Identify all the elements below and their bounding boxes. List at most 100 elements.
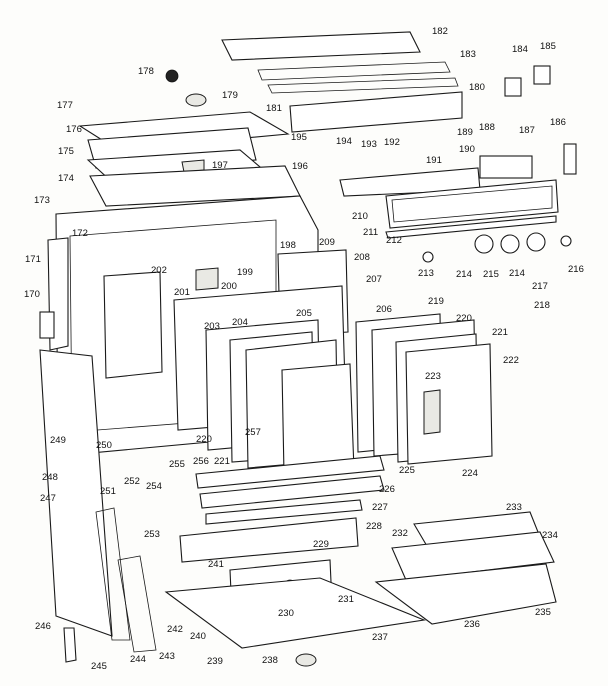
callout-170[interactable]: 170 (24, 289, 40, 300)
callout-229[interactable]: 229 (313, 539, 329, 550)
callout-257[interactable]: 257 (245, 427, 261, 438)
callout-201[interactable]: 201 (174, 287, 190, 298)
trim-strip (257, 61, 451, 81)
callout-244[interactable]: 244 (130, 654, 146, 665)
callout-242[interactable]: 242 (167, 624, 183, 635)
callout-222[interactable]: 222 (503, 355, 519, 366)
callout-189[interactable]: 189 (457, 127, 473, 138)
callout-192[interactable]: 192 (384, 137, 400, 148)
callout-174[interactable]: 174 (58, 173, 74, 184)
callout-202[interactable]: 202 (151, 265, 167, 276)
callout-235[interactable]: 235 (535, 607, 551, 618)
callout-208[interactable]: 208 (354, 252, 370, 263)
callout-203[interactable]: 203 (204, 321, 220, 332)
callout-176[interactable]: 176 (66, 124, 82, 135)
callout-199[interactable]: 199 (237, 267, 253, 278)
callout-184[interactable]: 184 (512, 44, 528, 55)
knob-214-left (474, 234, 494, 254)
callout-211[interactable]: 211 (363, 227, 379, 238)
callout-193[interactable]: 193 (361, 139, 377, 150)
callout-223[interactable]: 223 (425, 371, 441, 382)
callout-225[interactable]: 225 (399, 465, 415, 476)
callout-204[interactable]: 204 (232, 317, 248, 328)
callout-250[interactable]: 250 (96, 440, 112, 451)
callout-234[interactable]: 234 (542, 530, 558, 541)
callout-213[interactable]: 213 (418, 268, 434, 279)
callout-214-left[interactable]: 214 (456, 269, 472, 280)
callout-183[interactable]: 183 (460, 49, 476, 60)
callout-238[interactable]: 238 (262, 655, 278, 666)
callout-248[interactable]: 248 (42, 472, 58, 483)
callout-194[interactable]: 194 (336, 136, 352, 147)
callout-206[interactable]: 206 (376, 304, 392, 315)
callout-173[interactable]: 173 (34, 195, 50, 206)
callout-233[interactable]: 233 (506, 502, 522, 513)
callout-182[interactable]: 182 (432, 26, 448, 37)
callout-237[interactable]: 237 (372, 632, 388, 643)
callout-212[interactable]: 212 (386, 235, 402, 246)
callout-249[interactable]: 249 (50, 435, 66, 446)
broiler-228 (179, 517, 359, 563)
callout-224[interactable]: 224 (462, 468, 478, 479)
callout-171[interactable]: 171 (25, 254, 41, 265)
callout-196[interactable]: 196 (292, 161, 308, 172)
callout-255[interactable]: 255 (169, 459, 185, 470)
callout-175[interactable]: 175 (58, 146, 74, 157)
callout-232[interactable]: 232 (392, 528, 408, 539)
callout-239[interactable]: 239 (207, 656, 223, 667)
callout-178[interactable]: 178 (138, 66, 154, 77)
callout-191[interactable]: 191 (426, 155, 442, 166)
callout-180[interactable]: 180 (469, 82, 485, 93)
callout-247[interactable]: 247 (40, 493, 56, 504)
callout-177[interactable]: 177 (57, 100, 73, 111)
callout-220-left[interactable]: 220 (196, 434, 212, 445)
callout-198[interactable]: 198 (280, 240, 296, 251)
callout-236[interactable]: 236 (464, 619, 480, 630)
callout-245[interactable]: 245 (91, 661, 107, 672)
callout-253[interactable]: 253 (144, 529, 160, 540)
top-cover-plate (221, 31, 421, 61)
callout-241[interactable]: 241 (208, 559, 224, 570)
callout-217[interactable]: 217 (532, 281, 548, 292)
callout-240[interactable]: 240 (190, 631, 206, 642)
callout-246[interactable]: 246 (35, 621, 51, 632)
callout-221-left[interactable]: 221 (214, 456, 230, 467)
callout-216[interactable]: 216 (568, 264, 584, 275)
callout-231[interactable]: 231 (338, 594, 354, 605)
callout-195[interactable]: 195 (291, 132, 307, 143)
control-panel (289, 91, 463, 133)
callout-227[interactable]: 227 (372, 502, 388, 513)
callout-228[interactable]: 228 (366, 521, 382, 532)
callout-186[interactable]: 186 (550, 117, 566, 128)
backguard-210 (385, 179, 559, 229)
callout-172[interactable]: 172 (72, 228, 88, 239)
callout-187[interactable]: 187 (519, 125, 535, 136)
callout-185[interactable]: 185 (540, 41, 556, 52)
callout-181[interactable]: 181 (266, 103, 282, 114)
callout-226[interactable]: 226 (379, 484, 395, 495)
callout-207[interactable]: 207 (366, 274, 382, 285)
knob-215 (500, 234, 520, 254)
callout-200[interactable]: 200 (221, 281, 237, 292)
callout-220-right[interactable]: 220 (456, 313, 472, 324)
callout-256[interactable]: 256 (193, 456, 209, 467)
callout-188[interactable]: 188 (479, 122, 495, 133)
callout-221-right[interactable]: 221 (492, 327, 508, 338)
door-202 (103, 271, 163, 379)
callout-219[interactable]: 219 (428, 296, 444, 307)
callout-197[interactable]: 197 (212, 160, 228, 171)
callout-209[interactable]: 209 (319, 237, 335, 248)
callout-179[interactable]: 179 (222, 90, 238, 101)
callout-243[interactable]: 243 (159, 651, 175, 662)
callout-218[interactable]: 218 (534, 300, 550, 311)
callout-215[interactable]: 215 (483, 269, 499, 280)
callout-210[interactable]: 210 (352, 211, 368, 222)
callout-252[interactable]: 252 (124, 476, 140, 487)
callout-205[interactable]: 205 (296, 308, 312, 319)
callout-251[interactable]: 251 (100, 486, 116, 497)
callout-254[interactable]: 254 (146, 481, 162, 492)
callout-214-right[interactable]: 214 (509, 268, 525, 279)
callout-190[interactable]: 190 (459, 144, 475, 155)
callout-230[interactable]: 230 (278, 608, 294, 619)
